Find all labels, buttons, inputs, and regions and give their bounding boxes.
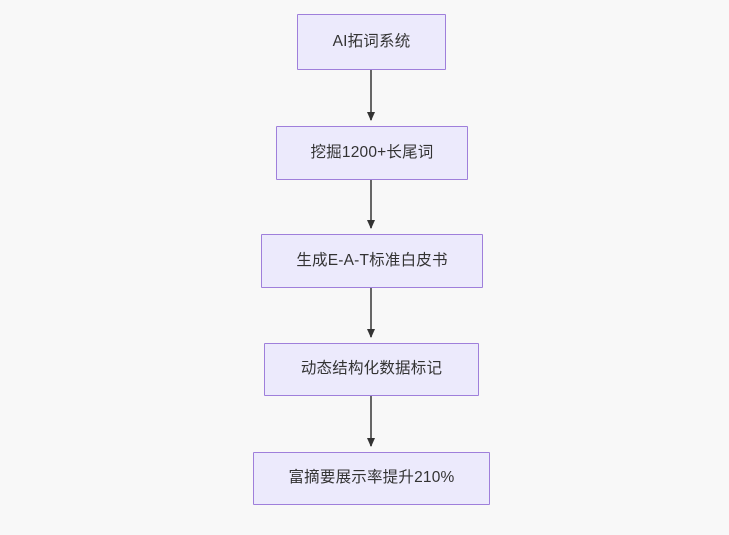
flow-node-ai-keyword-system[interactable]: AI拓词系统 xyxy=(297,14,446,70)
flow-node-mine-longtail-keywords[interactable]: 挖掘1200+长尾词 xyxy=(276,126,468,180)
flow-node-label: 生成E-A-T标准白皮书 xyxy=(296,251,448,269)
flow-node-rich-snippet-rate-increase[interactable]: 富摘要展示率提升210% xyxy=(253,452,490,505)
flow-node-label: AI拓词系统 xyxy=(332,32,411,50)
flow-node-label: 动态结构化数据标记 xyxy=(300,360,443,378)
flow-node-label: 富摘要展示率提升210% xyxy=(288,469,455,487)
flow-node-dynamic-structured-data-markup[interactable]: 动态结构化数据标记 xyxy=(264,343,479,396)
flow-node-label: 挖掘1200+长尾词 xyxy=(310,143,434,161)
flow-node-generate-eat-whitepaper[interactable]: 生成E-A-T标准白皮书 xyxy=(261,234,483,288)
